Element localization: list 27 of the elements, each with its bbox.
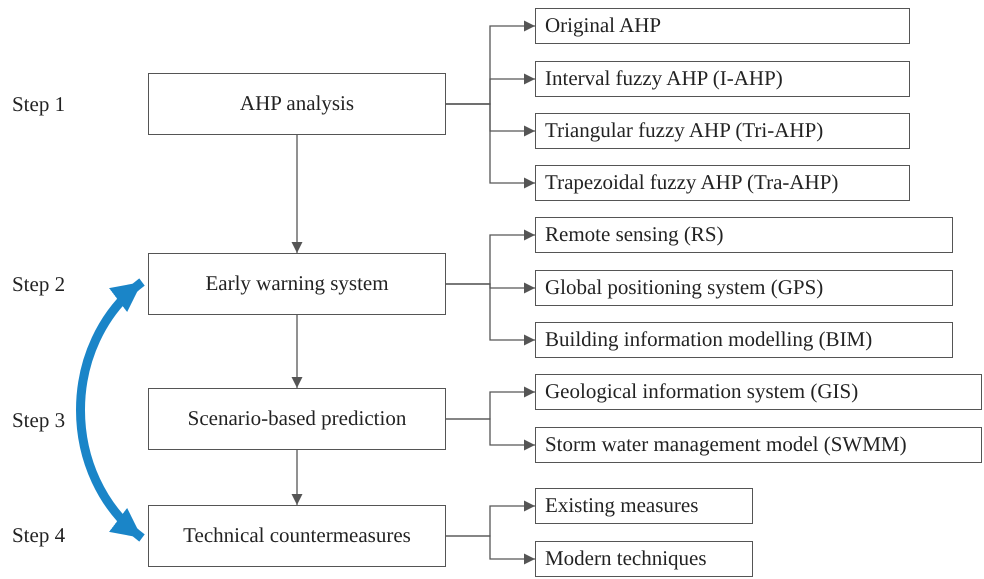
method-box: Triangular fuzzy AHP (Tri-AHP) (535, 113, 910, 149)
method-box: Interval fuzzy AHP (I-AHP) (535, 61, 910, 97)
step-label: Step 1 (12, 92, 66, 117)
process-box: Early warning system (148, 253, 446, 315)
process-box: Technical countermeasures (148, 505, 446, 567)
double-headed-arrow (76, 278, 145, 542)
process-box: Scenario-based prediction (148, 388, 446, 450)
method-box: Building information modelling (BIM) (535, 322, 953, 358)
method-box: Remote sensing (RS) (535, 217, 953, 253)
arrow (292, 450, 302, 505)
arrow (292, 315, 302, 388)
step-label: Step 2 (12, 272, 66, 297)
arrow (446, 418, 535, 450)
method-box: Original AHP (535, 8, 910, 44)
arrow (446, 535, 535, 564)
step-label: Step 4 (12, 523, 66, 548)
step-label: Step 3 (12, 408, 66, 433)
method-box: Global positioning system (GPS) (535, 270, 953, 306)
arrow (292, 135, 302, 253)
method-box: Existing measures (535, 488, 753, 524)
method-box: Storm water management model (SWMM) (535, 427, 982, 463)
method-box: Trapezoidal fuzzy AHP (Tra-AHP) (535, 165, 910, 201)
method-box: Modern techniques (535, 541, 753, 577)
method-box: Geological information system (GIS) (535, 374, 982, 410)
process-box: AHP analysis (148, 73, 446, 135)
arrow (446, 283, 535, 346)
arrow (446, 103, 535, 188)
